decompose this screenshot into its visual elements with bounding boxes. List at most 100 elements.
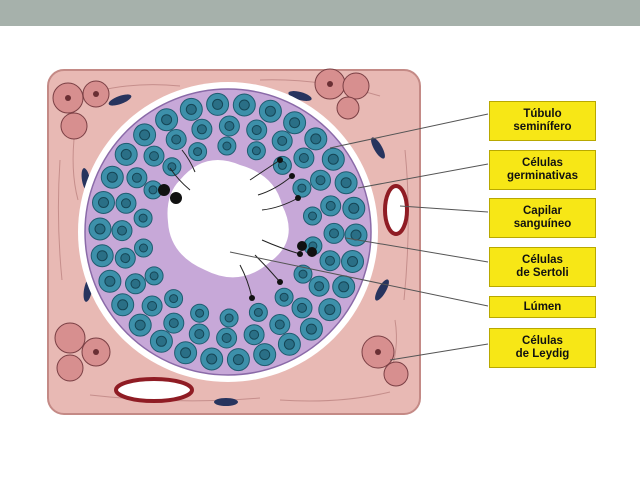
germ-cell-nucleus xyxy=(120,148,132,160)
germ-cell-nucleus xyxy=(274,319,285,330)
germ-cell-nucleus xyxy=(139,243,148,253)
label-line: Lúmen xyxy=(523,300,562,313)
sperm-heads xyxy=(158,157,317,301)
label-celulas-de-leydig: Células de Leydig xyxy=(489,328,596,368)
germ-cell-nucleus xyxy=(121,198,131,209)
germ-cell-nucleus xyxy=(167,162,177,172)
germ-cell-nucleus xyxy=(264,105,276,117)
germ-cell-nucleus xyxy=(139,129,151,141)
germ-cell-nucleus xyxy=(117,225,127,236)
germ-cell-nucleus xyxy=(314,281,325,292)
label-capilar-sanguineo: Capilar sanguíneo xyxy=(489,198,596,238)
germ-cell-nucleus xyxy=(340,177,352,189)
top-bar xyxy=(0,0,640,26)
germ-cell-nucleus xyxy=(305,323,317,335)
label-line: Células xyxy=(522,157,563,169)
leydig-cluster-top-left xyxy=(52,80,110,140)
spermatozoa xyxy=(169,149,301,299)
germ-cell-nucleus xyxy=(149,271,159,281)
germ-cell-nucleus xyxy=(310,133,322,145)
germ-cell-nucleus xyxy=(251,125,262,135)
germ-cell-nucleus xyxy=(104,275,116,287)
germ-cell-nucleus xyxy=(134,319,146,331)
germ-cell-nucleus xyxy=(147,301,158,311)
capillary-bottom xyxy=(114,377,194,403)
label-line: Células xyxy=(522,335,563,347)
germ-cell-nucleus xyxy=(130,278,141,289)
germ-cell-nucleus xyxy=(249,329,260,340)
label-lumen: Lúmen xyxy=(489,296,596,318)
germ-cells xyxy=(88,92,368,372)
germ-cell-nucleus xyxy=(194,329,205,339)
germ-cell-nucleus xyxy=(277,135,288,146)
germ-cell-nucleus xyxy=(193,147,203,157)
germ-cell-nucleus xyxy=(96,250,108,262)
germ-cell-nucleus xyxy=(350,229,362,241)
pointer-lines xyxy=(229,113,489,361)
leydig-cluster-bottom-left xyxy=(54,322,111,382)
leydig-cluster-top-right xyxy=(314,68,370,120)
germ-cell-nucleus xyxy=(138,213,148,223)
germ-cell-nucleus xyxy=(106,171,118,183)
germ-cell-nucleus xyxy=(324,304,336,316)
seminiferous-tubule-diagram xyxy=(47,68,489,415)
germ-cell-nucleus xyxy=(155,335,167,347)
germ-cell-nucleus xyxy=(161,114,173,126)
germ-cell-nucleus xyxy=(238,99,250,111)
germ-cell-nucleus xyxy=(185,103,197,115)
germ-cell-nucleus xyxy=(325,255,335,266)
germ-cell-nucleus xyxy=(94,223,106,235)
label-line: de Leydig xyxy=(515,348,570,360)
germ-cell-nucleus xyxy=(283,338,295,350)
capillary-right xyxy=(383,184,409,236)
germ-cell-nucleus xyxy=(98,197,109,208)
germ-cell-nucleus xyxy=(251,146,261,156)
label-line: Túbulo xyxy=(523,108,562,120)
germ-cell-nucleus xyxy=(253,307,263,317)
lumen xyxy=(167,160,289,278)
label-line: seminífero xyxy=(513,121,572,133)
germ-cell-nucleus xyxy=(224,121,235,131)
germ-cell-nucleus xyxy=(315,175,326,186)
germ-cell-nucleus xyxy=(168,318,179,329)
germ-cell-nucleus xyxy=(196,124,207,135)
germ-cell-nucleus xyxy=(232,354,244,366)
germ-cell-nucleus xyxy=(297,302,307,313)
label-tubulo-seminifero: Túbulo seminífero xyxy=(489,101,596,141)
germ-cell-nucleus xyxy=(298,269,308,279)
germ-cell-nucleus xyxy=(308,211,317,221)
label-line: germinativas xyxy=(507,170,578,182)
germ-cell-nucleus xyxy=(329,228,339,239)
germ-cell-nucleus xyxy=(212,98,224,110)
label-celulas-de-sertoli: Células de Sertoli xyxy=(489,247,596,287)
leydig-cluster-bottom-right xyxy=(361,335,409,387)
germ-cell-nucleus xyxy=(297,183,307,193)
germ-cell-nucleus xyxy=(325,200,336,211)
germ-cell-nucleus xyxy=(348,202,360,214)
label-line: de Sertoli xyxy=(516,267,569,279)
germ-cell-nucleus xyxy=(327,153,339,165)
label-celulas-germinativas: Células germinativas xyxy=(489,150,596,190)
label-line: Células xyxy=(522,254,563,266)
germ-cell-nucleus xyxy=(148,185,158,195)
germ-cell-nucleus xyxy=(171,134,182,145)
germ-cell-nucleus xyxy=(338,281,350,293)
germ-cell-nucleus xyxy=(169,294,179,304)
label-line: Capilar xyxy=(523,205,562,217)
germ-cell-nucleus xyxy=(224,313,234,323)
germ-cell-nucleus xyxy=(347,256,358,267)
germ-cell-nucleus xyxy=(120,253,131,264)
germ-cell-nucleus xyxy=(221,333,232,343)
germ-cell-nucleus xyxy=(298,153,309,163)
germ-cell-nucleus xyxy=(289,117,301,129)
germ-cell-nucleus xyxy=(206,353,218,365)
germ-cell-nucleus xyxy=(195,308,205,318)
label-line: sanguíneo xyxy=(513,218,572,230)
germ-cell-nucleus xyxy=(149,151,159,162)
germ-cell-nucleus xyxy=(222,141,232,151)
germ-cell-nucleus xyxy=(279,292,289,302)
germ-cell-nucleus xyxy=(259,349,271,361)
germ-cell-nucleus xyxy=(117,299,129,311)
germ-cell-nucleus xyxy=(131,172,142,183)
germ-cell-nucleus xyxy=(180,347,192,359)
